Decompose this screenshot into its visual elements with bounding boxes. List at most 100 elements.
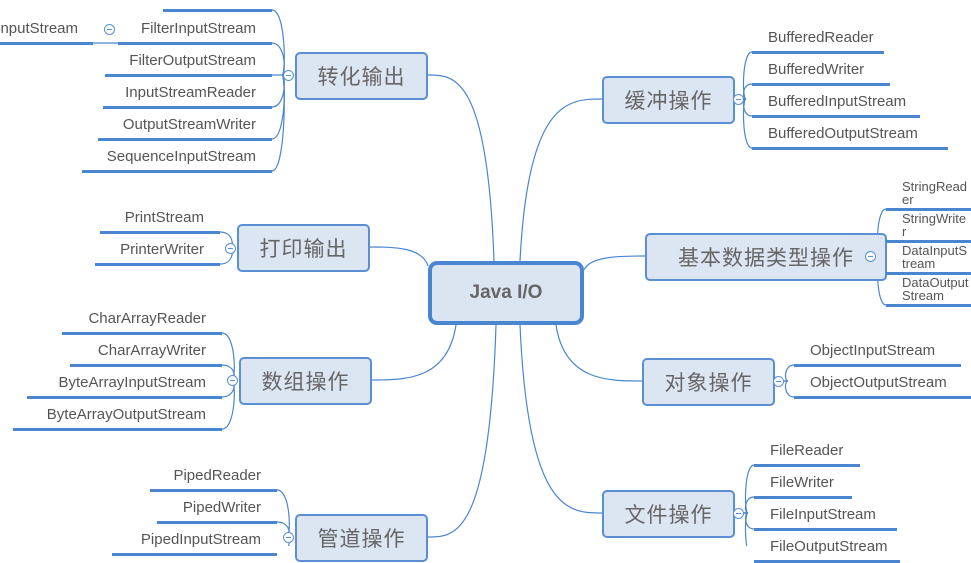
leaf-underline (754, 464, 860, 467)
leaf-topic[interactable]: ByteArrayInputStream (58, 374, 206, 391)
collapse-toggle-icon[interactable] (283, 70, 294, 81)
connector (221, 332, 235, 381)
connector (743, 512, 749, 546)
connector (519, 98, 603, 262)
connector (583, 255, 646, 271)
leaf-topic[interactable]: FilterInputStream (140, 20, 256, 37)
connector (742, 83, 753, 100)
leaf-underline (754, 496, 852, 499)
connector (555, 324, 643, 382)
leaf-topic[interactable]: PipedInputStream (140, 531, 261, 548)
leaf-topic[interactable]: FileOutputStream (770, 538, 888, 555)
connector (271, 74, 285, 108)
leaf-topic[interactable]: StringReader (902, 179, 968, 207)
leaf-underline (13, 428, 222, 431)
connector (519, 324, 603, 514)
collapse-toggle-icon[interactable] (283, 532, 294, 543)
leaf-underline (100, 231, 220, 234)
leaf-topic[interactable]: FileWriter (770, 474, 834, 491)
collapse-toggle-icon[interactable] (733, 94, 744, 105)
leaf-underline (118, 42, 272, 45)
leaf-topic[interactable]: FileReader (770, 442, 844, 459)
topic-node[interactable]: 对象操作 (642, 358, 775, 406)
leaf-underline (103, 106, 272, 109)
leaf-underline (112, 553, 277, 556)
collapse-toggle-icon[interactable] (225, 243, 236, 254)
leaf-topic[interactable]: InputStreamReader (125, 84, 256, 101)
leaf-topic[interactable]: SequenceInputStream (106, 148, 256, 165)
leaf-underline (752, 83, 890, 86)
collapse-toggle-icon[interactable] (865, 251, 876, 262)
leaf-underline (752, 115, 920, 118)
connector (271, 9, 285, 76)
leaf-topic[interactable]: nputStream (0, 20, 78, 37)
leaf-topic[interactable]: StringWriter (902, 211, 967, 239)
connector (783, 380, 795, 398)
leaf-underline (752, 51, 884, 54)
leaf-underline (27, 396, 222, 399)
connector (742, 51, 753, 100)
leaf-topic[interactable]: ByteArrayOutputStream (46, 406, 206, 423)
leaf-underline (754, 528, 897, 531)
collapse-toggle-icon[interactable] (773, 376, 784, 387)
topic-node[interactable]: 管道操作 (295, 514, 428, 562)
leaf-topic[interactable]: CharArrayWriter (97, 342, 206, 359)
topic-node[interactable]: 缓冲操作 (602, 76, 735, 124)
leaf-topic[interactable]: FilterOutputStream (129, 52, 256, 69)
connector (276, 489, 290, 538)
leaf-underline (150, 489, 277, 492)
collapse-toggle-icon[interactable] (733, 508, 744, 519)
leaf-underline (163, 9, 272, 12)
leaf-underline (886, 304, 971, 307)
topic-node[interactable]: 文件操作 (602, 490, 735, 538)
connector (427, 74, 495, 262)
leaf-underline (886, 272, 971, 275)
leaf-topic[interactable]: PrinterWriter (120, 241, 204, 258)
collapse-toggle-icon[interactable] (227, 375, 238, 386)
leaf-topic[interactable]: OutputStreamWriter (122, 116, 256, 133)
connector (427, 324, 497, 538)
leaf-underline (886, 240, 971, 243)
leaf-topic[interactable]: BufferedInputStream (768, 93, 907, 110)
connector (783, 364, 795, 382)
leaf-underline (157, 521, 277, 524)
leaf-underline (886, 208, 971, 211)
leaf-underline (752, 147, 948, 150)
connector (743, 512, 755, 530)
connector (369, 246, 429, 267)
leaf-underline (70, 364, 222, 367)
leaf-underline (95, 263, 220, 266)
leaf-underline (98, 138, 272, 141)
leaf-topic[interactable]: ObjectOutputStream (810, 374, 947, 391)
leaf-topic[interactable]: ObjectInputStream (810, 342, 936, 359)
connector (271, 74, 285, 172)
connector (742, 98, 753, 149)
leaf-underline (794, 396, 971, 399)
leaf-topic[interactable]: PipedWriter (182, 499, 261, 516)
central-topic[interactable]: Java I/O (428, 261, 584, 325)
topic-node[interactable]: 数组操作 (239, 357, 372, 405)
connector (743, 464, 755, 514)
topic-node[interactable]: 打印输出 (237, 224, 370, 272)
collapse-toggle-icon[interactable] (104, 24, 115, 35)
connector (371, 324, 457, 381)
connector (271, 42, 285, 76)
leaf-topic[interactable]: PrintStream (124, 209, 204, 226)
connector (221, 379, 235, 430)
leaf-topic[interactable]: BufferedWriter (768, 61, 865, 78)
leaf-topic[interactable]: CharArrayReader (88, 310, 206, 327)
leaf-underline (105, 74, 272, 77)
leaf-topic[interactable]: DataOutputStream (902, 275, 969, 303)
leaf-underline (82, 170, 272, 173)
leaf-topic[interactable]: BufferedReader (768, 29, 874, 46)
leaf-topic[interactable]: DataInputStream (902, 243, 968, 271)
leaf-underline (794, 364, 961, 367)
topic-node[interactable]: 基本数据类型操作 (645, 233, 887, 281)
leaf-underline (62, 332, 222, 335)
leaf-underline (0, 42, 93, 45)
leaf-topic[interactable]: FileInputStream (770, 506, 876, 523)
leaf-topic[interactable]: PipedReader (173, 467, 261, 484)
leaf-topic[interactable]: BufferedOutputStream (768, 125, 918, 142)
topic-node[interactable]: 转化输出 (295, 52, 428, 100)
leaf-topic[interactable]: FilterWriter (183, 0, 256, 5)
